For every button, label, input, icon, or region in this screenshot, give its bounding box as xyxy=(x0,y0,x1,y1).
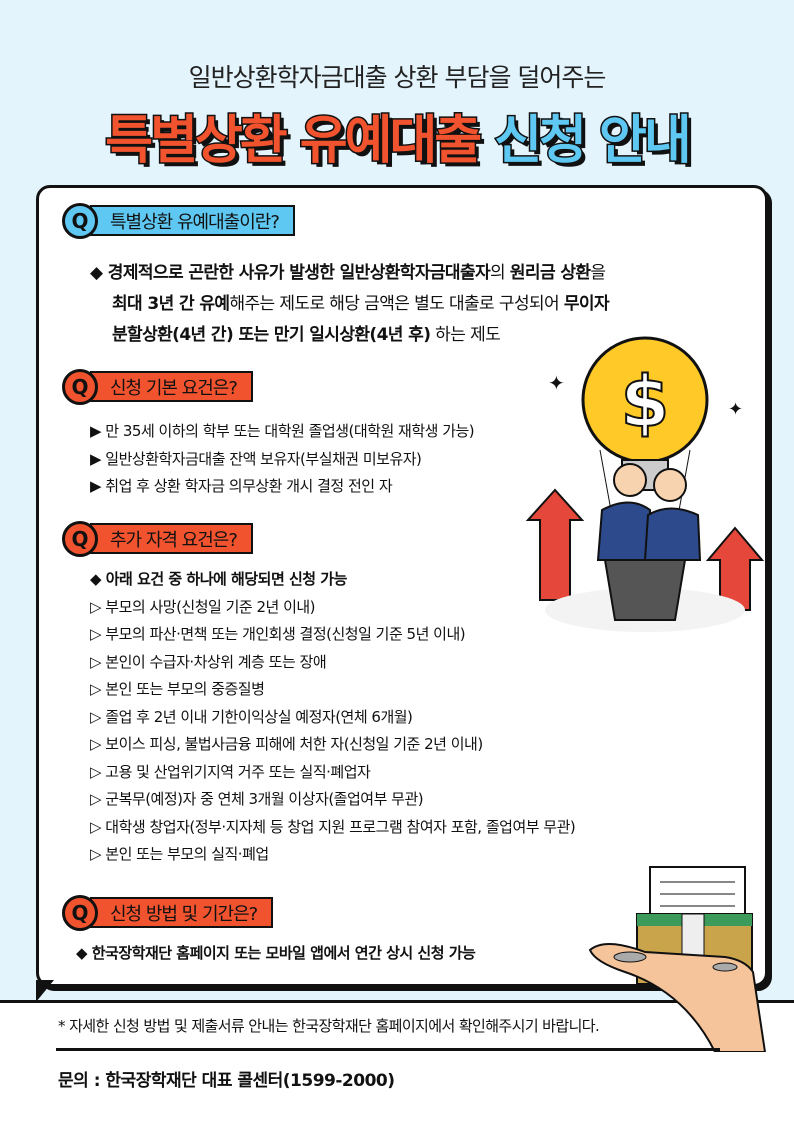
list-item: ▷ 졸업 후 2년 이내 기한이익상실 예정자(연체 6개월) xyxy=(90,707,413,726)
q-badge: Q xyxy=(62,202,98,239)
how-to-apply-text: ◆ 한국장학재단 홈페이지 또는 모바일 앱에서 연간 상시 신청 가능 xyxy=(76,940,476,968)
person-right xyxy=(653,468,687,502)
list-item: ▷ 고용 및 산업위기지역 거주 또는 실직·폐업자 xyxy=(90,762,371,781)
list-item: ▷ 대학생 창업자(정부·지자체 등 창업 지원 프로그램 참여자 포함, 졸업… xyxy=(90,817,576,836)
text-bold: 원리금 상환 xyxy=(509,263,591,283)
title-blue: 신청 안내 xyxy=(493,110,693,173)
section-heading-what-is: Q 특별상환 유예대출이란? xyxy=(62,202,295,239)
subtitle: 일반상환학자금대출 상환 부담을 덜어주는 xyxy=(188,63,607,92)
list-item: ▷ 본인 또는 부모의 실직·폐업 xyxy=(90,845,269,863)
heading-label: 신청 기본 요건은? xyxy=(90,371,253,402)
list-lead: ◆ 아래 요건 중 하나에 해당되면 신청 가능 xyxy=(90,570,347,588)
contact-info: 문의 : 한국장학재단 대표 콜센터(1599-2000) xyxy=(58,1071,395,1091)
q-badge: Q xyxy=(62,520,98,557)
list-item: ▷ 본인 또는 부모의 중증질병 xyxy=(90,680,265,698)
list-item: ▶ 일반상환학자금대출 잔액 보유자(부실채권 미보유자) xyxy=(90,449,422,468)
definition-paragraph: ◆ 경제적으로 곤란한 사유가 발생한 일반상환학자금대출자의 원리금 상환을 … xyxy=(90,258,740,351)
sparkle-icon: ✦ xyxy=(548,371,565,395)
section-heading-additional-requirements: Q 추가 자격 요건은? xyxy=(62,520,253,557)
money-hand-illustration xyxy=(588,866,767,1052)
balloon-illustration: $ ✦ ✦ xyxy=(525,336,765,632)
arrow-left xyxy=(525,488,585,601)
section-heading-how-to-apply: Q 신청 방법 및 기간은? xyxy=(62,894,274,931)
list-item: ▷ 본인이 수급자·차상위 계층 또는 장애 xyxy=(90,652,327,671)
speech-tail xyxy=(36,980,54,1002)
footer-note: * 자세한 신청 방법 및 제출서류 안내는 한국장학재단 홈페이지에서 확인해… xyxy=(58,1017,600,1035)
divider xyxy=(56,1048,720,1051)
bullet-diamond: ◆ xyxy=(90,263,108,283)
list-item: ▷ 군복무(예정)자 중 연체 3개월 이상자(졸업여부 무관) xyxy=(90,790,424,808)
basket xyxy=(603,559,687,621)
text-bold: 무이자 xyxy=(563,294,610,314)
text-bold: 분할상환(4년 간) 또는 만기 일시상환(4년 후) xyxy=(112,325,431,345)
text: 해주는 제도로 해당 금액은 별도 대출로 구성되어 xyxy=(229,294,564,314)
text: 을 xyxy=(590,263,606,283)
arrow-right xyxy=(705,526,765,611)
sparkle-icon: ✦ xyxy=(728,399,743,420)
basic-requirements-list: ▶ 만 35세 이하의 학부 또는 대학원 졸업생(대학원 재학생 가능) ▶ … xyxy=(90,418,475,501)
q-badge: Q xyxy=(62,368,98,405)
person-left xyxy=(613,463,647,497)
list-item: ▷ 보이스 피싱, 불법사금융 피해에 처한 자(신청일 기준 2년 이내) xyxy=(90,735,483,753)
list-item: ▶ 만 35세 이하의 학부 또는 대학원 졸업생(대학원 재학생 가능) xyxy=(90,422,475,440)
text-bold: 최대 3년 간 유예 xyxy=(112,294,230,314)
hand-icon xyxy=(588,943,767,1052)
list-lead: ◆ 한국장학재단 홈페이지 또는 모바일 앱에서 연간 상시 신청 가능 xyxy=(76,944,476,962)
text: 하는 제도 xyxy=(430,325,501,345)
list-item: ▷ 부모의 사망(신청일 기준 2년 이내) xyxy=(90,597,316,616)
heading-label: 추가 자격 요건은? xyxy=(90,523,253,554)
heading-label: 특별상환 유예대출이란? xyxy=(90,205,295,236)
text-bold: 경제적으로 곤란한 사유가 발생한 일반상환학자금대출자 xyxy=(107,263,491,283)
list-item: ▶ 취업 후 상환 학자금 의무상환 개시 결정 전인 자 xyxy=(90,477,393,495)
q-badge: Q xyxy=(62,894,98,931)
additional-requirements-list: ◆ 아래 요건 중 하나에 해당되면 신청 가능 ▷ 부모의 사망(신청일 기준… xyxy=(90,566,576,869)
heading-label: 신청 방법 및 기간은? xyxy=(90,897,274,928)
page-title: 특별상환 유예대출 신청 안내 xyxy=(0,98,794,173)
list-item: ▷ 부모의 파산·면책 또는 개인회생 결정(신청일 기준 5년 이내) xyxy=(90,625,466,643)
text: 의 xyxy=(490,263,510,283)
section-heading-basic-requirements: Q 신청 기본 요건은? xyxy=(62,368,253,405)
dollar-icon: $ xyxy=(621,361,670,443)
title-red: 특별상환 유예대출 xyxy=(104,110,484,173)
